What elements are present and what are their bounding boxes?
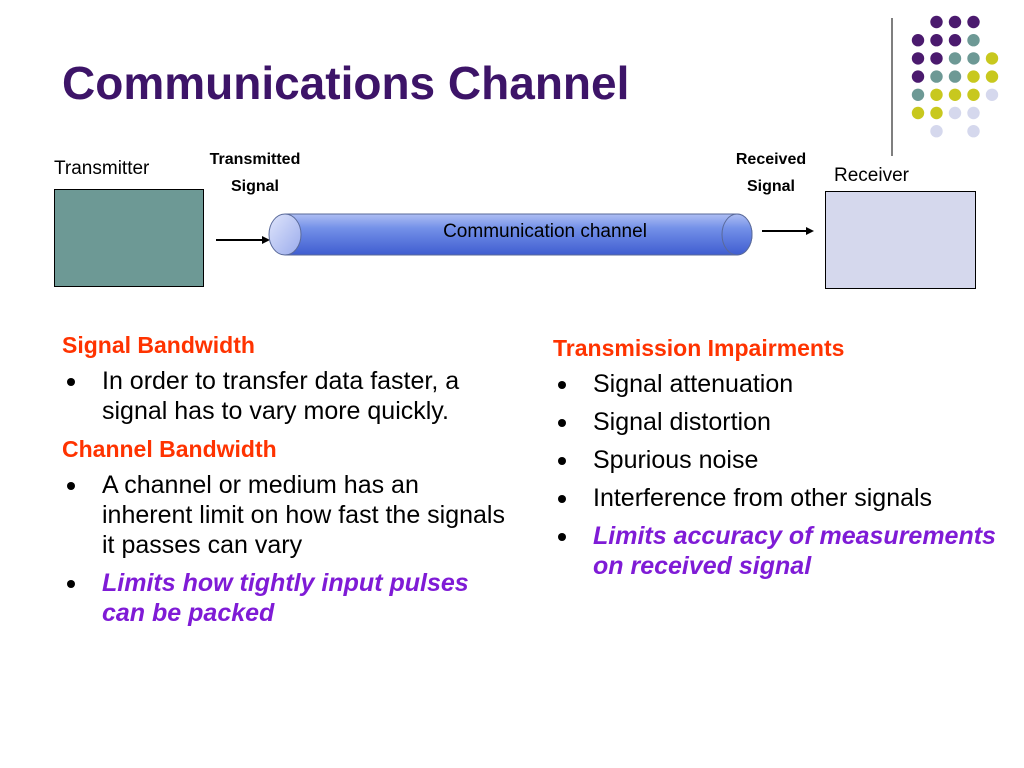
received-signal-line-1: Received — [735, 151, 807, 168]
communication-channel-pipe — [268, 213, 753, 256]
bullet-item: Spurious noise — [553, 445, 1013, 475]
transmitted-signal-line-1: Transmitted — [209, 151, 301, 168]
transmitted-signal-line-2: Signal — [230, 178, 279, 195]
decorative-dot — [967, 125, 980, 138]
decorative-dot — [985, 52, 999, 65]
decorative-dot — [930, 34, 943, 47]
decorative-dot — [930, 70, 943, 83]
decorative-dot — [967, 52, 980, 65]
bullet-item: Limits how tightly input pulses can be p… — [62, 568, 512, 628]
bullet-dot-icon — [558, 457, 566, 465]
received-arrow — [762, 227, 814, 235]
bullet-item: Interference from other signals — [553, 483, 1013, 513]
bullet-item: Limits accuracy of measurements on recei… — [553, 521, 1013, 581]
bullet-dot-icon — [558, 495, 566, 503]
left-column: Signal Bandwidth In order to transfer da… — [62, 330, 512, 636]
bullet-text: In order to transfer data faster, a sign… — [102, 367, 460, 425]
decorative-dot — [967, 70, 980, 83]
decorative-dot — [985, 70, 999, 83]
decorative-dot — [948, 88, 962, 102]
decorative-dot — [930, 88, 943, 102]
bullet-item: Signal distortion — [553, 407, 1013, 437]
channel-bandwidth-heading: Channel Bandwidth — [62, 436, 277, 462]
decorative-dot — [930, 15, 943, 29]
decorative-dot-grid — [911, 15, 999, 138]
bullet-text: Limits how tightly input pulses can be p… — [102, 569, 469, 627]
bullet-item: In order to transfer data faster, a sign… — [62, 366, 512, 426]
bullet-text: A channel or medium has an inherent limi… — [102, 471, 505, 559]
signal-bandwidth-list: In order to transfer data faster, a sign… — [62, 366, 512, 426]
bullet-dot-icon — [67, 580, 75, 588]
decorative-dot — [985, 88, 999, 102]
bullet-item: Signal attenuation — [553, 369, 1013, 399]
receiver-label: Receiver — [834, 165, 909, 186]
decorative-dot — [948, 70, 962, 83]
decorative-dot — [911, 106, 925, 120]
bullet-dot-icon — [558, 419, 566, 427]
decorative-dot — [948, 15, 962, 29]
bullet-dot-icon — [558, 533, 566, 541]
decorative-dot — [930, 52, 943, 65]
decorative-dot — [911, 70, 925, 83]
decorative-dot — [948, 34, 962, 47]
bullet-text: Interference from other signals — [593, 484, 933, 512]
decorative-dot — [967, 88, 980, 102]
signal-bandwidth-heading: Signal Bandwidth — [62, 332, 255, 358]
bullet-text: Spurious noise — [593, 446, 759, 474]
decorative-dot — [911, 34, 925, 47]
decorative-dot — [948, 106, 962, 120]
received-signal-label: Received Signal — [710, 146, 832, 200]
bullet-dot-icon — [558, 381, 566, 389]
transmitted-arrow — [216, 236, 270, 244]
bullet-dot-icon — [67, 482, 75, 490]
bullet-text: Limits accuracy of measurements on recei… — [593, 522, 996, 580]
decorative-dot — [911, 88, 925, 102]
decorative-dot — [967, 15, 980, 29]
transmitted-signal-label: Transmitted Signal — [186, 146, 324, 200]
decorative-dot — [911, 52, 925, 65]
transmission-impairments-heading: Transmission Impairments — [553, 335, 845, 361]
right-column: Transmission Impairments Signal attenuat… — [553, 333, 1013, 589]
receiver-box — [825, 191, 976, 289]
transmitter-box — [54, 189, 204, 287]
decorative-dot — [930, 106, 943, 120]
channel-label: Communication channel — [443, 221, 647, 242]
transmitter-label: Transmitter — [54, 158, 150, 179]
channel-bandwidth-list: A channel or medium has an inherent limi… — [62, 470, 512, 628]
decorative-dot — [930, 125, 943, 138]
received-signal-line-2: Signal — [746, 178, 795, 195]
bullet-text: Signal distortion — [593, 408, 771, 436]
decorative-dot — [948, 52, 962, 65]
channel-diagram — [216, 213, 814, 256]
page-title: Communications Channel — [62, 57, 630, 109]
bullet-dot-icon — [67, 378, 75, 386]
decorative-dot — [967, 106, 980, 120]
decorative-dot — [967, 34, 980, 47]
bullet-text: Signal attenuation — [593, 370, 794, 398]
bullet-item: A channel or medium has an inherent limi… — [62, 470, 512, 560]
title-divider-line — [891, 18, 893, 156]
